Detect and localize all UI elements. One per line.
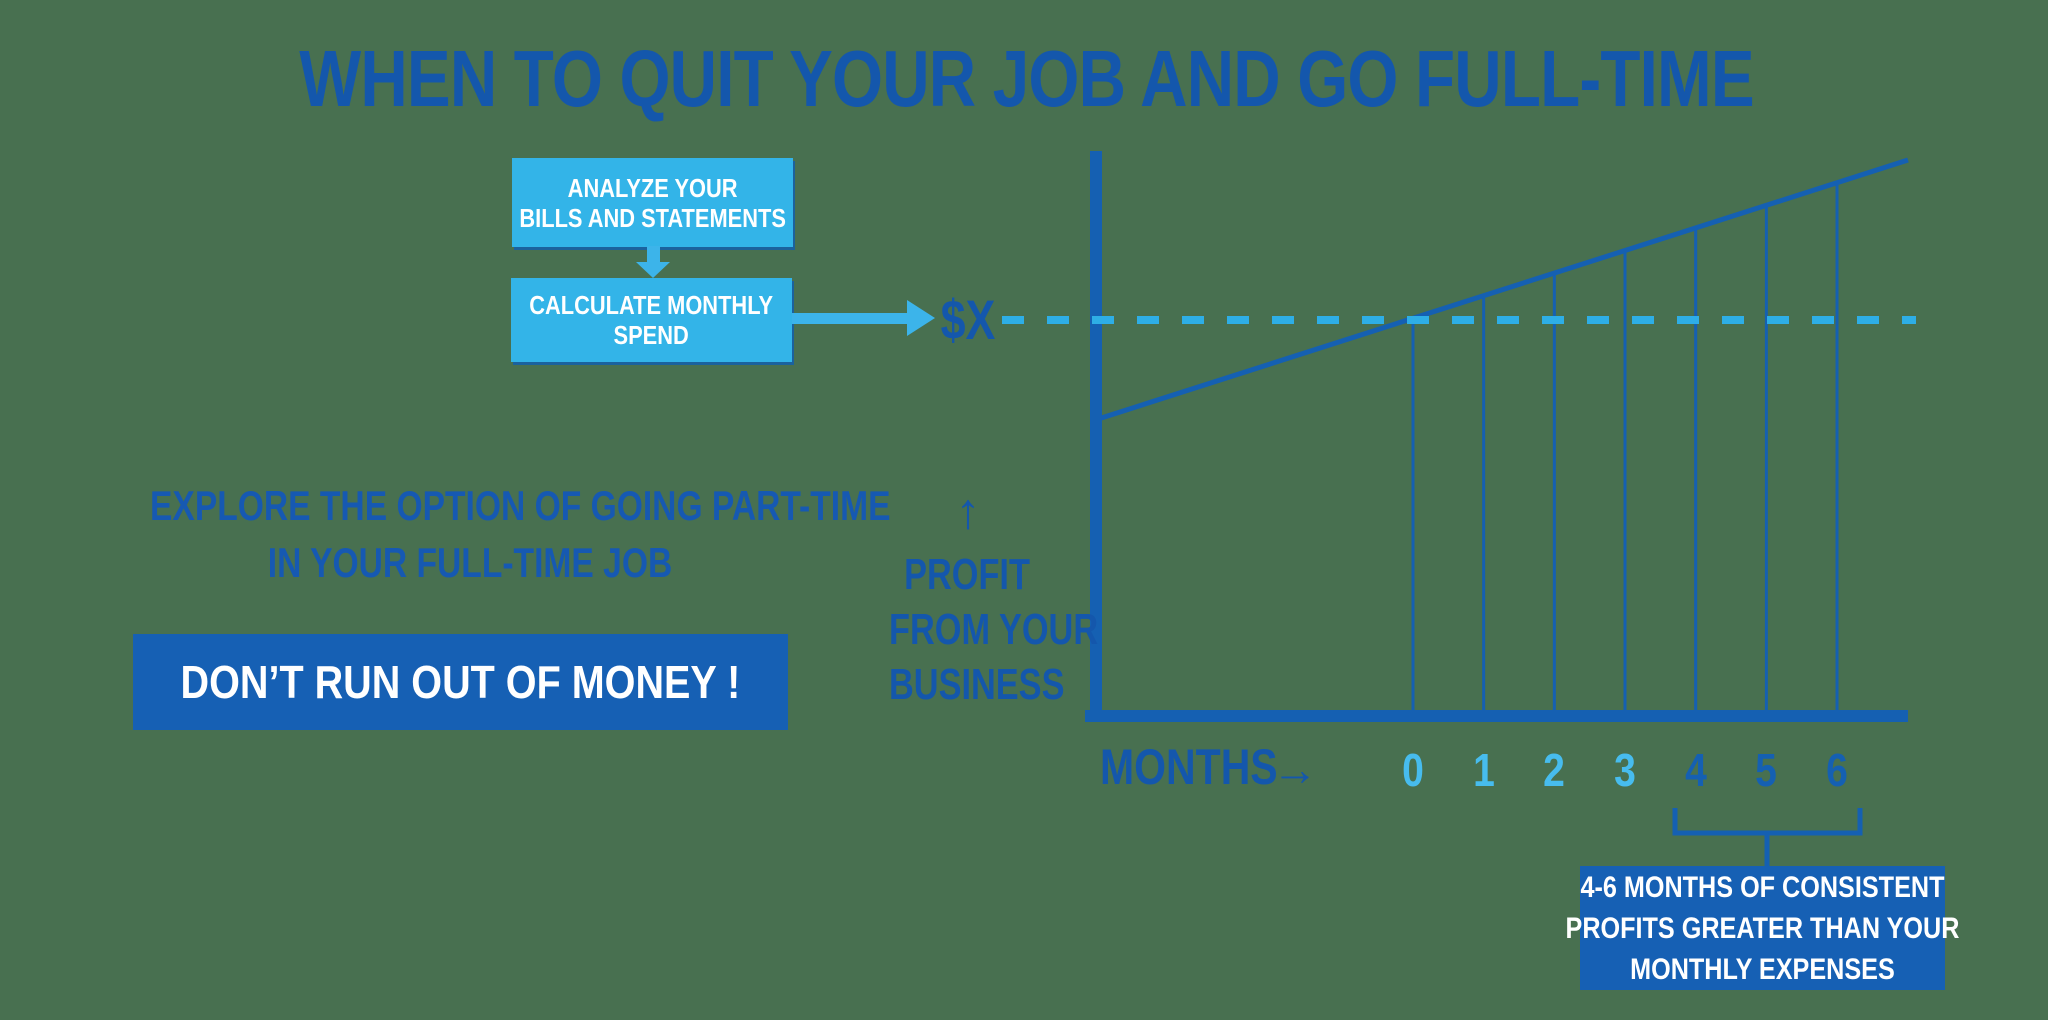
warning-box-label: DON’T RUN OUT OF MONEY ! bbox=[180, 656, 741, 708]
down-arrow-icon bbox=[647, 246, 660, 263]
right-arrowhead-icon bbox=[907, 300, 935, 336]
annotation-box-4-6-months: 4-6 MONTHS OF CONSISTENT PROFITS GREATER… bbox=[1566, 866, 1959, 990]
month-tick-label: 4 bbox=[1684, 744, 1707, 796]
x-axis-label: MONTHS bbox=[1100, 739, 1278, 795]
right-arrow-icon bbox=[792, 313, 908, 324]
month-tick-label: 2 bbox=[1543, 744, 1566, 796]
flow-box-calculate-spend-label: CALCULATE MONTHLY SPEND bbox=[529, 290, 774, 350]
y-axis-label: PROFIT FROM YOUR BUSINESS bbox=[889, 550, 1099, 709]
flow-box-analyze-bills-label: ANALYZE YOUR BILLS AND STATEMENTS bbox=[519, 172, 786, 233]
range-bracket-4-6 bbox=[1672, 808, 1863, 866]
month-tick-label: 0 bbox=[1402, 744, 1424, 796]
flow-box-calculate-spend: CALCULATE MONTHLY SPEND bbox=[511, 278, 792, 362]
annotation-box-label: 4-6 MONTHS OF CONSISTENT PROFITS GREATER… bbox=[1565, 870, 1960, 986]
month-tick-label: 5 bbox=[1755, 744, 1778, 796]
explore-part-time-note: EXPLORE THE OPTION OF GOING PART-TIME IN… bbox=[150, 482, 891, 586]
month-tick-label: 3 bbox=[1614, 744, 1636, 796]
month-tick-label: 1 bbox=[1472, 744, 1495, 796]
month-tick-label: 6 bbox=[1826, 744, 1848, 796]
threshold-label: $X bbox=[940, 288, 996, 351]
profit-line bbox=[1094, 157, 1909, 423]
down-arrowhead-icon bbox=[636, 262, 670, 278]
flow-box-analyze-bills: ANALYZE YOUR BILLS AND STATEMENTS bbox=[512, 158, 793, 247]
x-axis bbox=[1085, 710, 1908, 722]
warning-box: DON’T RUN OUT OF MONEY ! bbox=[133, 634, 788, 730]
page-title: WHEN TO QUIT YOUR JOB AND GO FULL-TIME bbox=[299, 34, 1754, 123]
x-axis-right-arrow-icon: → bbox=[1272, 743, 1318, 795]
y-axis-up-arrow-icon: ↑ bbox=[955, 483, 981, 539]
month-gridlines bbox=[1411, 182, 1839, 716]
